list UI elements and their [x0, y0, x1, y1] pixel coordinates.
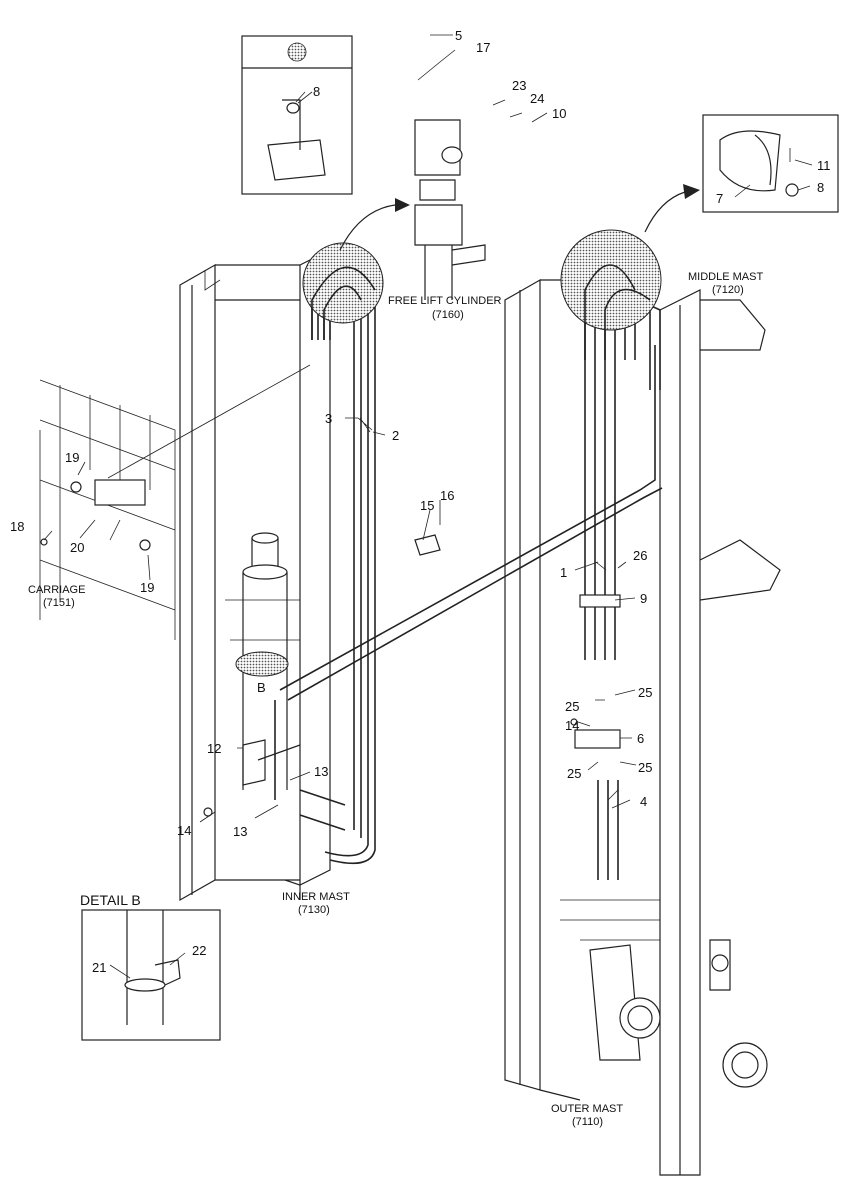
inset-box-top [241, 35, 353, 195]
callout-25-c: 25 [567, 766, 581, 781]
callout-14-a: 14 [177, 823, 191, 838]
middle-mast-label: MIDDLE MAST [688, 271, 763, 283]
free-lift-cylinder [414, 119, 486, 300]
callout-4: 4 [640, 794, 647, 809]
detail-b-marker: B [257, 680, 266, 695]
middle-mast-code: (7120) [712, 284, 744, 296]
callout-18: 18 [10, 519, 24, 534]
callout-25-b: 25 [638, 685, 652, 700]
hose-assembly [274, 264, 663, 880]
callout-14-b: 14 [565, 718, 579, 733]
callout-21: 21 [92, 960, 106, 975]
callout-25-a: 25 [565, 699, 579, 714]
callout-10: 10 [552, 106, 566, 121]
callout-8-top: 8 [313, 84, 320, 99]
callout-16: 16 [440, 488, 454, 503]
callout-19-a: 19 [65, 450, 79, 465]
detail-b-title: DETAIL B [80, 892, 141, 908]
free-lift-cylinder-code: (7160) [432, 309, 464, 321]
lift-cylinder [225, 532, 301, 790]
inset-box-right [702, 114, 839, 213]
callout-26: 26 [633, 548, 647, 563]
callout-17: 17 [476, 40, 490, 55]
callout-15: 15 [420, 498, 434, 513]
callout-13-b: 13 [233, 824, 247, 839]
arrow-to-middle-mast-detail [644, 191, 686, 233]
callout-24: 24 [530, 91, 544, 106]
inner-mast-label: INNER MAST [282, 891, 350, 903]
callout-20: 20 [70, 540, 84, 555]
outer-mast-code: (7110) [572, 1116, 603, 1128]
callout-2: 2 [392, 428, 399, 443]
callout-25-d: 25 [638, 760, 652, 775]
detail-b-box [81, 909, 221, 1041]
callout-6: 6 [637, 731, 644, 746]
callout-19-b: 19 [140, 580, 154, 595]
leader-lines [43, 34, 813, 979]
callout-3: 3 [325, 411, 332, 426]
arrow-to-free-lift-detail [339, 204, 396, 251]
callout-22: 22 [192, 943, 206, 958]
callout-8-right: 8 [817, 180, 824, 195]
callout-13-a: 13 [314, 764, 328, 779]
callout-23: 23 [512, 78, 526, 93]
inner-pulley-highlight [302, 242, 384, 324]
callout-11: 11 [817, 158, 831, 173]
carriage-code: (7151) [43, 597, 75, 609]
outer-mast-label: OUTER MAST [551, 1103, 623, 1115]
callout-1: 1 [560, 565, 567, 580]
callout-9: 9 [640, 591, 647, 606]
carriage-label: CARRIAGE [28, 584, 85, 596]
outer-mast [504, 278, 781, 1176]
callout-7: 7 [716, 191, 723, 206]
outer-pulley-highlight [560, 229, 662, 331]
free-lift-cylinder-label: FREE LIFT CYLINDER [388, 295, 502, 307]
callout-5: 5 [455, 28, 462, 43]
callout-12: 12 [207, 741, 221, 756]
fittings [40, 479, 621, 831]
carriage-frame [39, 379, 176, 640]
inner-mast-code: (7130) [298, 904, 330, 916]
